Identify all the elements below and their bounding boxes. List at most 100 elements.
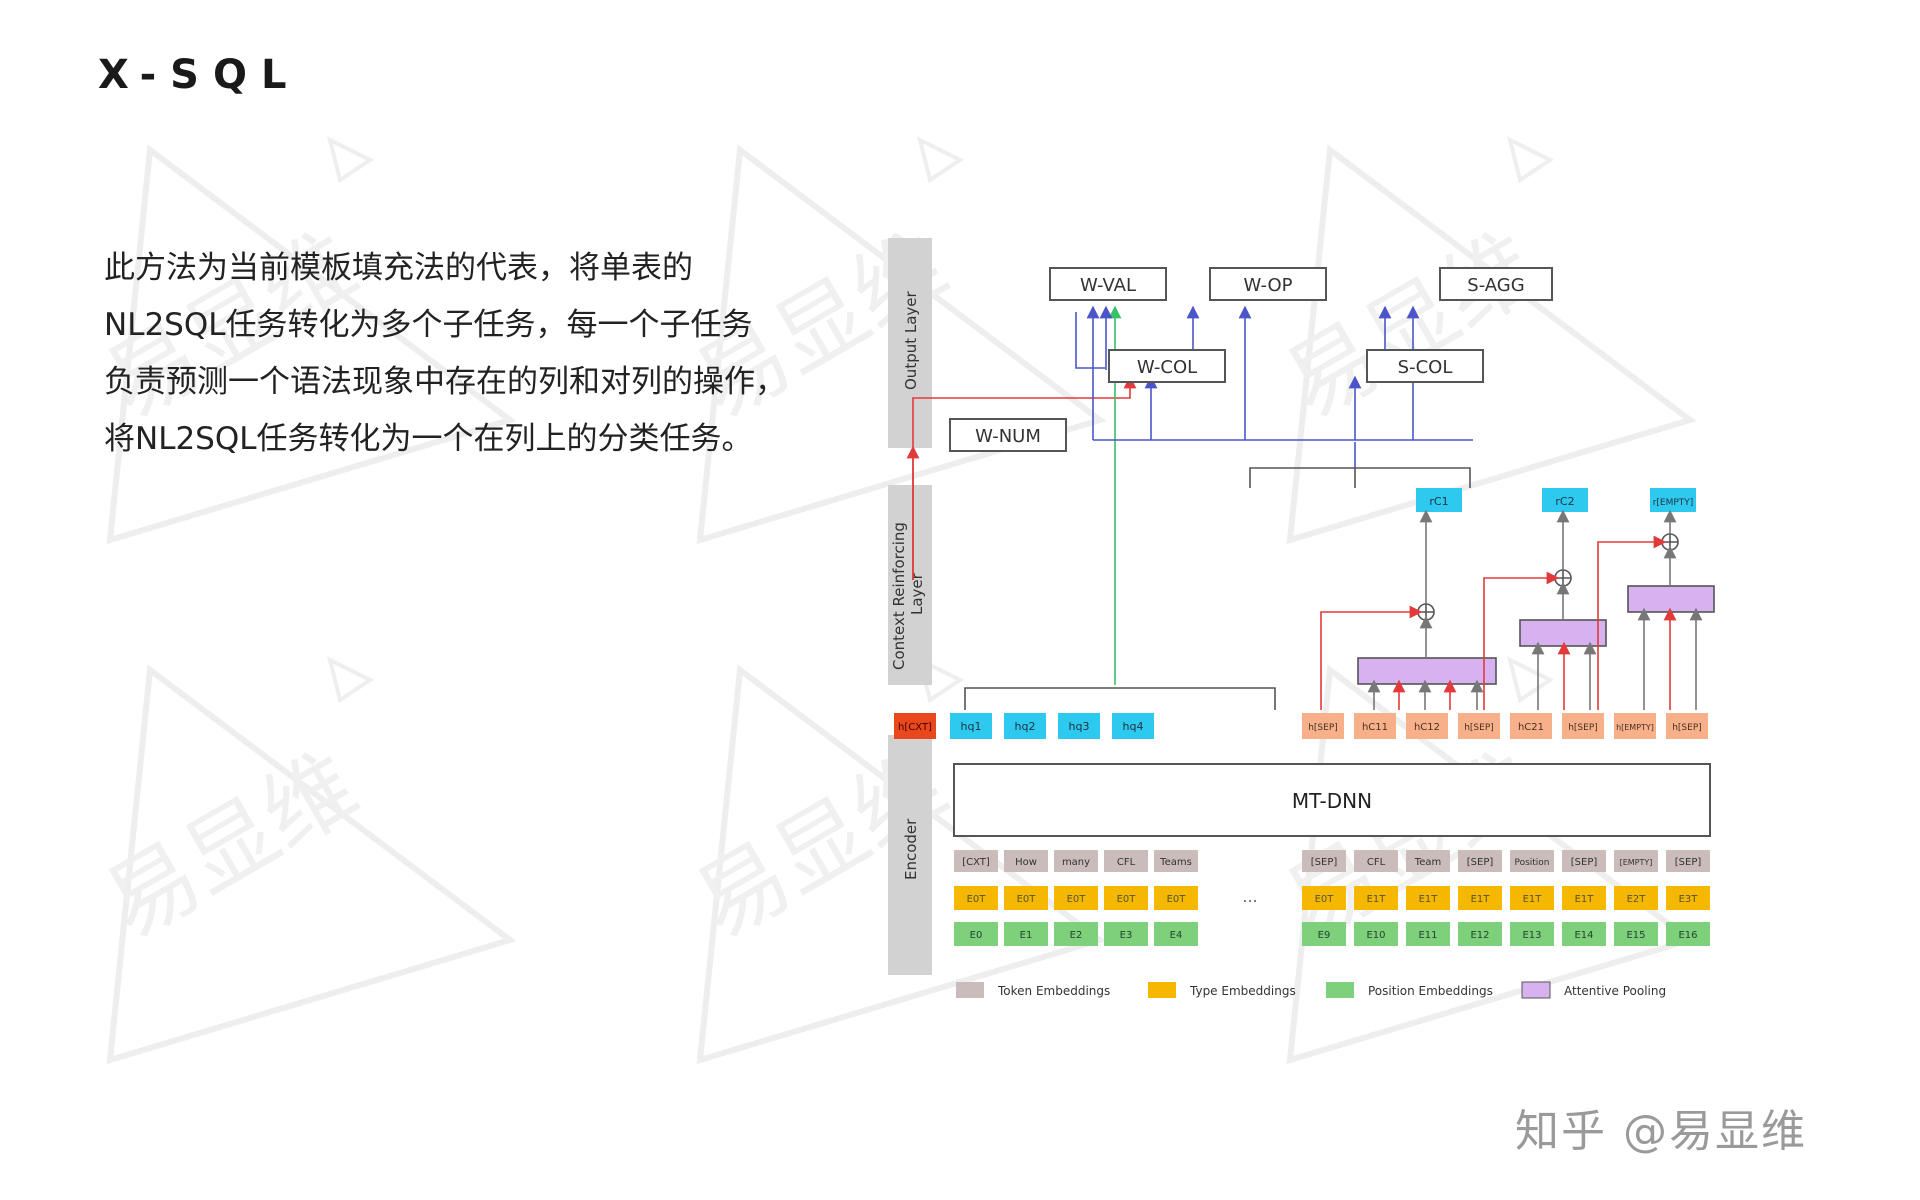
credit-watermark: 知乎 @易显维 (1515, 1106, 1807, 1157)
h-col-2: hC12 (1414, 722, 1440, 733)
r-node-empty: r[EMPTY] (1653, 498, 1694, 508)
output-layer-label: Output Layer (902, 290, 920, 390)
pos-left-3: E3 (1120, 930, 1133, 941)
token-right-2: Team (1414, 857, 1441, 868)
h-col-1: hC11 (1362, 722, 1388, 733)
connections (906, 305, 1473, 710)
watermark-mark: 易显维 (89, 656, 517, 1065)
h-col-7: h[SEP] (1672, 723, 1702, 733)
type-right-3: E1T (1471, 894, 1491, 905)
legend-swatch-token (956, 982, 984, 998)
attentive-pooling-blocks (1320, 509, 1715, 710)
h-q3: hq3 (1069, 720, 1090, 733)
type-right-7: E3T (1679, 894, 1699, 905)
pos-right-3: E12 (1470, 930, 1489, 941)
r-nodes: rC1 rC2 r[EMPTY] (1416, 488, 1696, 512)
encoder-layer-label: Encoder (902, 818, 920, 880)
legend-position: Position Embeddings (1368, 984, 1493, 998)
output-heads: W-VAL W-OP S-AGG W-COL S-COL W-NUM (949, 267, 1553, 452)
description: 此方法为当前模板填充法的代表，将单表的 NL2SQL任务转化为多个子任务，每一个… (104, 240, 804, 468)
output-layer-band (888, 238, 932, 448)
type-right-6: E2T (1627, 894, 1647, 905)
legend-swatch-position (1326, 982, 1354, 998)
wcol-to-wval (1075, 312, 1105, 369)
pool-block-1 (1357, 657, 1497, 685)
token-right-4: Position (1514, 858, 1549, 868)
token-right-5: [SEP] (1571, 857, 1598, 868)
context-layer-band (888, 485, 932, 685)
type-right-0: E0T (1315, 894, 1335, 905)
type-right-2: E1T (1419, 894, 1439, 905)
head-w-col: W-COL (1137, 357, 1197, 378)
encoder-layer-band (888, 735, 932, 975)
token-right-3: [SEP] (1467, 857, 1494, 868)
mtdnn-label: MT-DNN (1292, 789, 1372, 813)
hidden-states: h[CXT] hq1 hq2 hq3 hq4 h[SEP] hC11 hC12 … (894, 713, 1708, 739)
pos-right-5: E14 (1574, 930, 1593, 941)
pool-block-2 (1519, 619, 1607, 647)
h-col-6: h[EMPTY] (1616, 723, 1654, 732)
type-right-5: E1T (1575, 894, 1595, 905)
token-right-6: [EMPTY] (1620, 858, 1653, 867)
svg-text:易显维: 易显维 (89, 733, 375, 959)
pos-left-0: E0 (970, 930, 983, 941)
head-w-op: W-OP (1243, 275, 1292, 296)
h-cxt: h[CXT] (898, 722, 932, 733)
legend-swatch-pooling (1521, 981, 1551, 999)
head-s-col: S-COL (1398, 357, 1453, 378)
legend-swatch-type (1148, 982, 1176, 998)
legend-pooling: Attentive Pooling (1564, 984, 1666, 998)
token-left-4: Teams (1159, 857, 1192, 868)
pos-right-2: E11 (1418, 930, 1437, 941)
token-left-3: CFL (1117, 857, 1136, 868)
r-bus (1249, 467, 1471, 488)
type-left-0: E0T (967, 894, 987, 905)
head-w-val: W-VAL (1080, 275, 1136, 296)
type-left-2: E0T (1067, 894, 1087, 905)
embedding-rows: [CXT] How many CFL Teams [SEP] CFL Team … (954, 850, 1710, 946)
h-col-0: h[SEP] (1308, 723, 1338, 733)
context-layer-label-1: Context Reinforcing (890, 522, 908, 670)
page-title: X-SQL (98, 52, 301, 98)
description-line: 负责预测一个语法现象中存在的列和对列的操作， (104, 364, 786, 400)
red-line-wcol (912, 375, 1137, 580)
type-left-4: E0T (1167, 894, 1187, 905)
h-q2: hq2 (1015, 720, 1036, 733)
legend-token: Token Embeddings (997, 984, 1110, 998)
pos-right-1: E10 (1366, 930, 1385, 941)
head-s-agg: S-AGG (1467, 275, 1524, 296)
legend: Token Embeddings Type Embeddings Positio… (956, 981, 1666, 999)
pos-left-4: E4 (1170, 930, 1183, 941)
h-col-3: h[SEP] (1464, 723, 1494, 733)
type-left-3: E0T (1117, 894, 1137, 905)
token-left-2: many (1062, 857, 1090, 868)
token-right-1: CFL (1367, 857, 1386, 868)
legend-type: Type Embeddings (1189, 984, 1296, 998)
type-left-1: E0T (1017, 894, 1037, 905)
type-right-1: E1T (1367, 894, 1387, 905)
ellipsis: ... (1242, 887, 1257, 906)
mtdnn-block (953, 763, 1711, 837)
type-right-4: E1T (1523, 894, 1543, 905)
h-col-5: h[SEP] (1568, 723, 1598, 733)
token-right-0: [SEP] (1311, 857, 1338, 868)
description-line: NL2SQL任务转化为多个子任务，每一个子任务 (104, 307, 753, 343)
pos-left-2: E2 (1070, 930, 1083, 941)
description-line: 此方法为当前模板填充法的代表，将单表的 (104, 250, 693, 286)
question-bracket (964, 687, 1276, 710)
pos-right-7: E16 (1678, 930, 1697, 941)
head-w-num: W-NUM (975, 426, 1041, 447)
pos-right-6: E15 (1626, 930, 1645, 941)
description-line: 将NL2SQL任务转化为一个在列上的分类任务。 (104, 421, 753, 457)
token-left-1: How (1015, 857, 1037, 868)
pos-right-4: E13 (1522, 930, 1541, 941)
context-layer-label-2: Layer (908, 572, 926, 615)
xsql-architecture-diagram: Output Layer Context Reinforcing Layer E… (888, 238, 1715, 999)
token-left-0: [CXT] (962, 857, 990, 868)
h-col-4: hC21 (1518, 722, 1544, 733)
pool-block-3 (1627, 585, 1715, 613)
h-q4: hq4 (1123, 720, 1144, 733)
r-node-c2: rC2 (1555, 495, 1574, 508)
pos-right-0: E9 (1318, 930, 1331, 941)
token-right-7: [SEP] (1675, 857, 1702, 868)
